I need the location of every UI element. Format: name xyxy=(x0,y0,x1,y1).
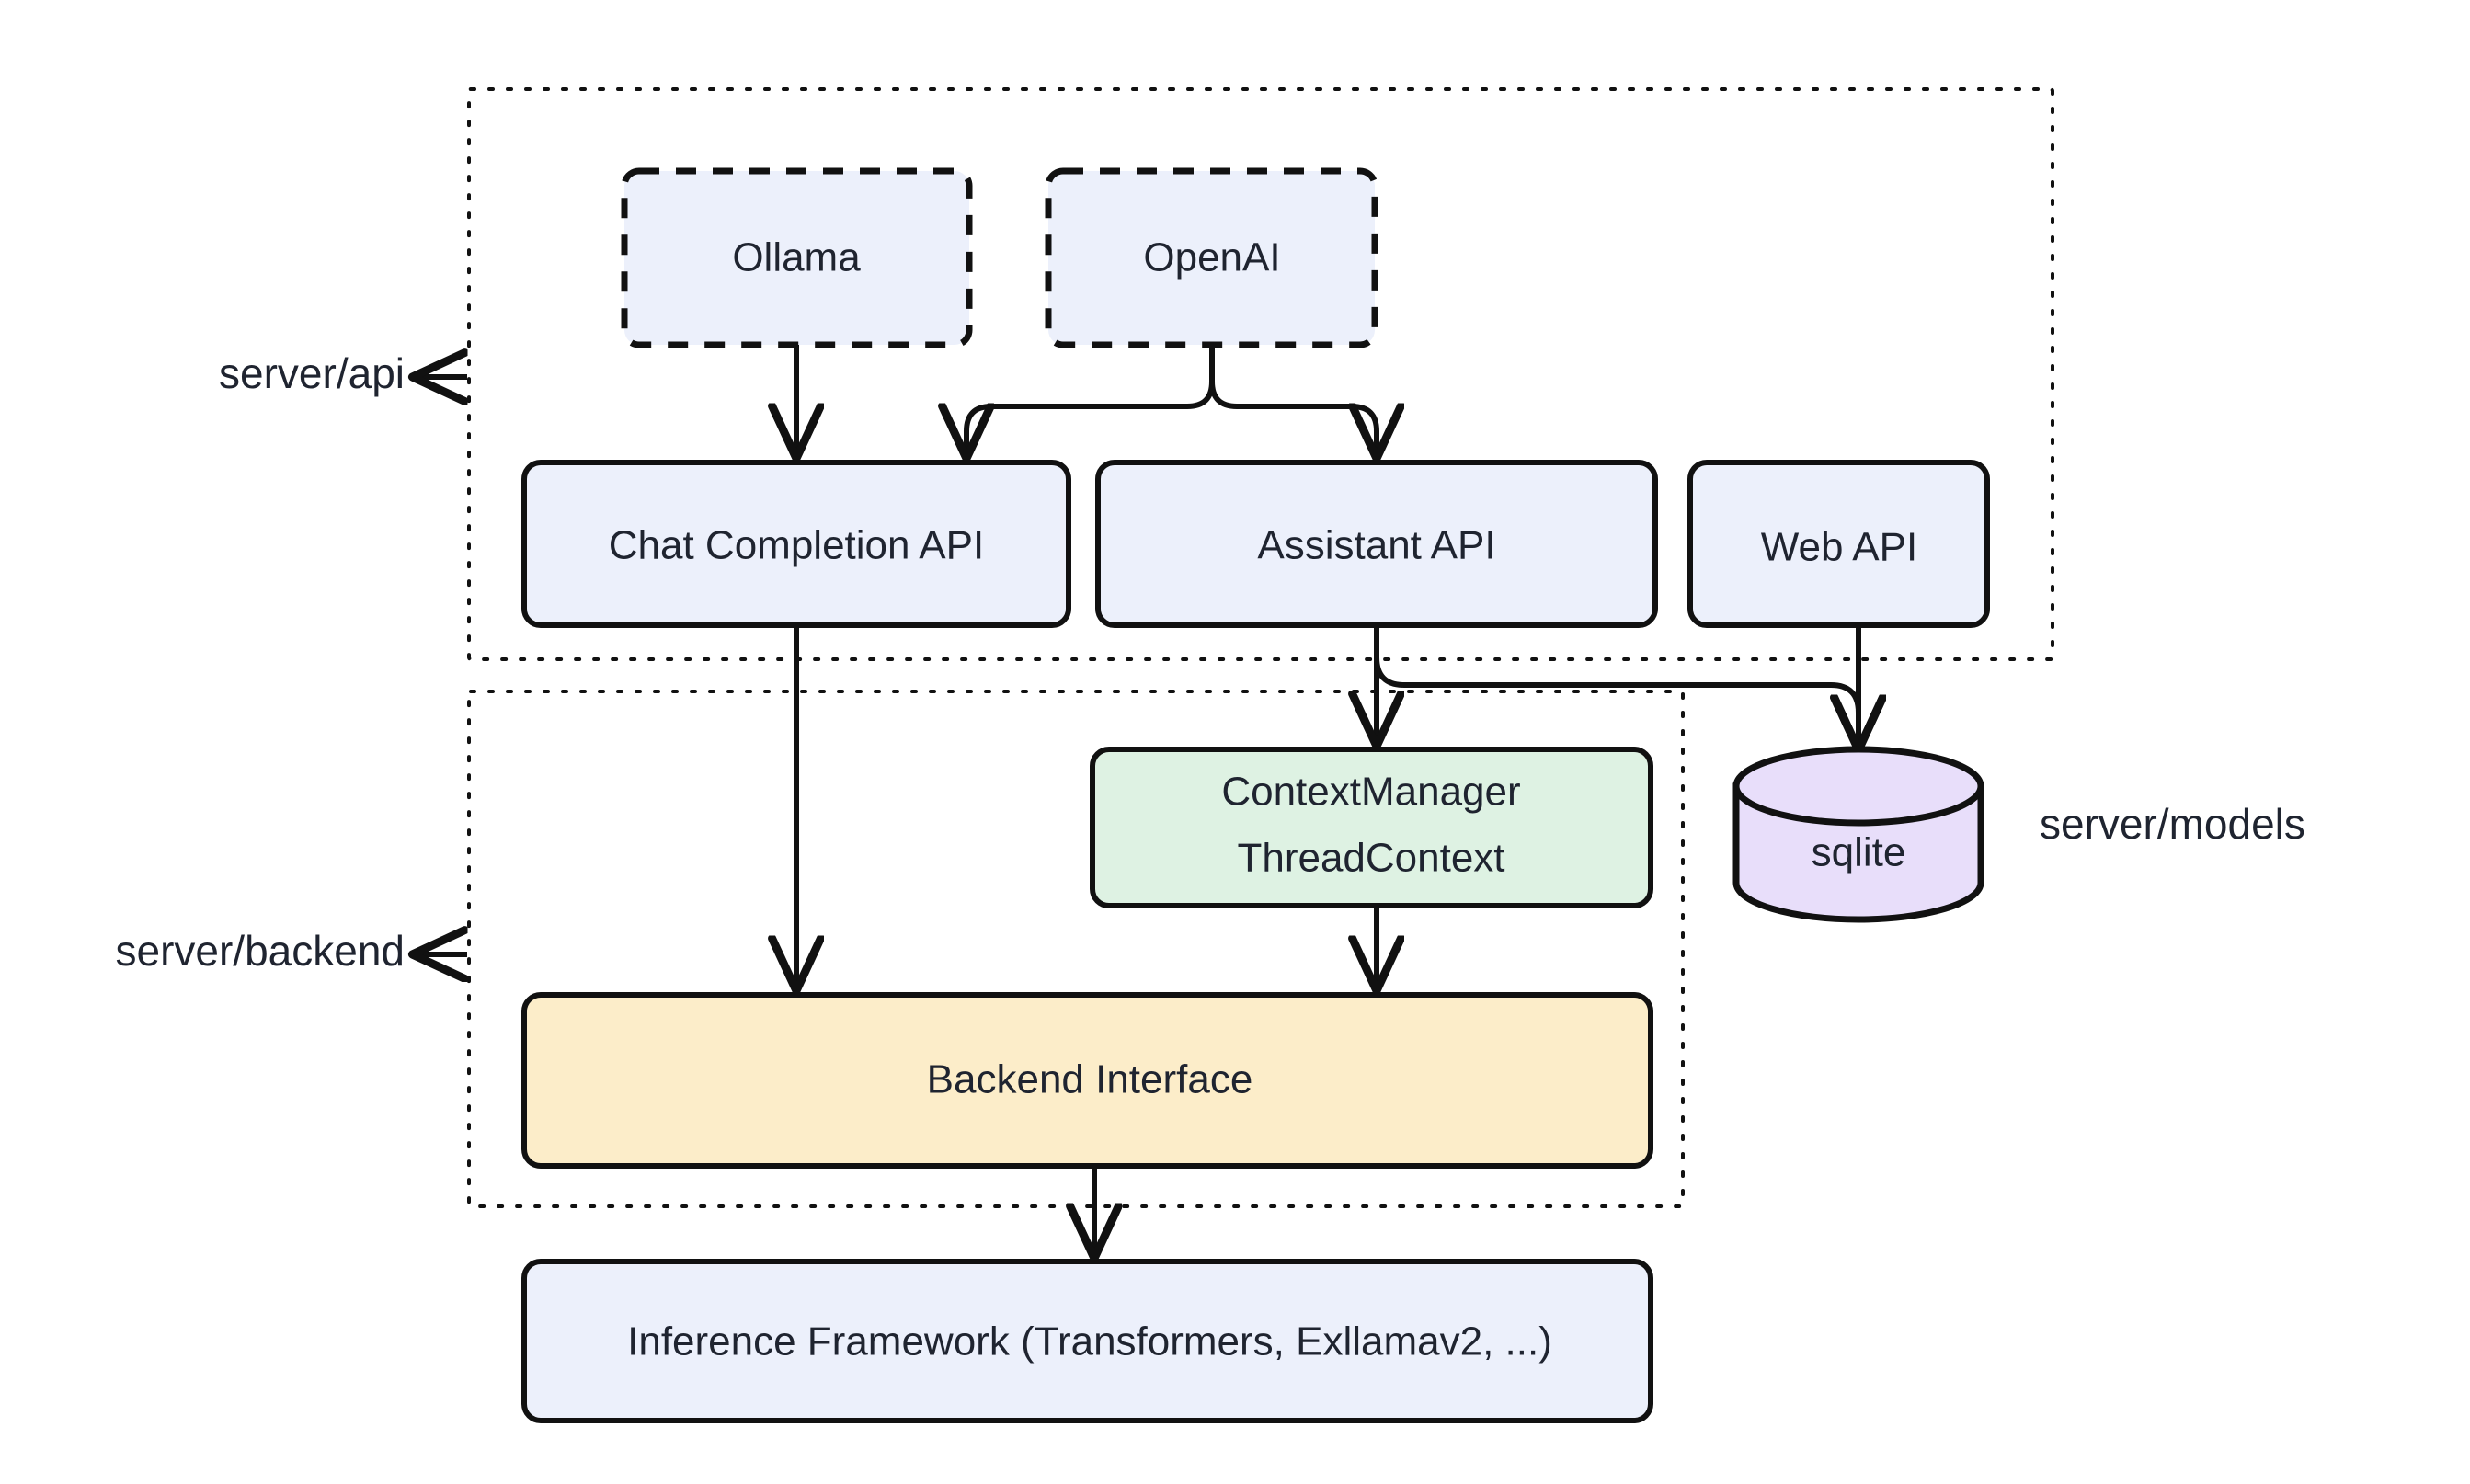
group-label-server-backend: server/backend xyxy=(116,927,468,975)
node-sqlite-top[interactable] xyxy=(1732,746,1984,827)
node-web-api[interactable]: Web API xyxy=(1687,460,1990,628)
node-inference-framework-label: Inference Framework (Transformers, Exlla… xyxy=(627,1319,1552,1364)
server-backend-label: server/backend xyxy=(116,927,406,975)
node-web-api-rect[interactable] xyxy=(1687,460,1990,628)
node-web-api-label: Web API xyxy=(1761,525,1917,570)
node-assistant-api[interactable]: Assistant API xyxy=(1095,460,1658,628)
node-backend-interface[interactable]: Backend Interface xyxy=(521,992,1653,1169)
node-chat-completion-api[interactable]: Chat Completion API xyxy=(521,460,1071,628)
node-context-manager-rect[interactable] xyxy=(1090,747,1653,908)
node-backend-interface-label: Backend Interface xyxy=(927,1057,1253,1102)
node-sqlite[interactable]: sqlite xyxy=(1732,746,1984,923)
edge-assistant-api-to-sqlite xyxy=(1374,656,1858,747)
node-context-manager-label-line1: ContextManager xyxy=(1221,770,1520,815)
node-backend-interface-rect[interactable] xyxy=(521,992,1653,1169)
node-context-manager[interactable]: ContextManager ThreadContext xyxy=(1090,747,1653,908)
edge-openai-to-assistant-api xyxy=(1209,345,1377,455)
node-context-manager-label-line2: ThreadContext xyxy=(1237,836,1504,881)
node-openai-label: OpenAI xyxy=(1143,235,1280,280)
node-inference-framework-rect[interactable] xyxy=(521,1259,1653,1423)
node-ollama-label: Ollama xyxy=(732,235,861,280)
node-assistant-api-rect[interactable] xyxy=(1095,460,1658,628)
node-inference-framework[interactable]: Inference Framework (Transformers, Exlla… xyxy=(521,1259,1653,1423)
node-ollama-rect[interactable] xyxy=(621,167,973,348)
server-models-label: server/models xyxy=(2040,800,2305,848)
group-server-backend xyxy=(467,690,1685,1208)
server-api-label: server/api xyxy=(219,349,405,397)
node-ollama[interactable]: Ollama xyxy=(621,167,973,348)
node-openai[interactable]: OpenAI xyxy=(1045,167,1378,348)
edge-openai-to-chat-completion-api xyxy=(966,345,1215,455)
node-chat-completion-api-rect[interactable] xyxy=(521,460,1071,628)
node-sqlite-label: sqlite xyxy=(1812,830,1906,875)
node-assistant-api-label: Assistant API xyxy=(1257,523,1495,568)
node-openai-rect[interactable] xyxy=(1045,167,1378,348)
group-label-server-api: server/api xyxy=(219,349,467,397)
node-chat-completion-api-label: Chat Completion API xyxy=(609,523,984,568)
group-server-api xyxy=(467,87,2054,661)
